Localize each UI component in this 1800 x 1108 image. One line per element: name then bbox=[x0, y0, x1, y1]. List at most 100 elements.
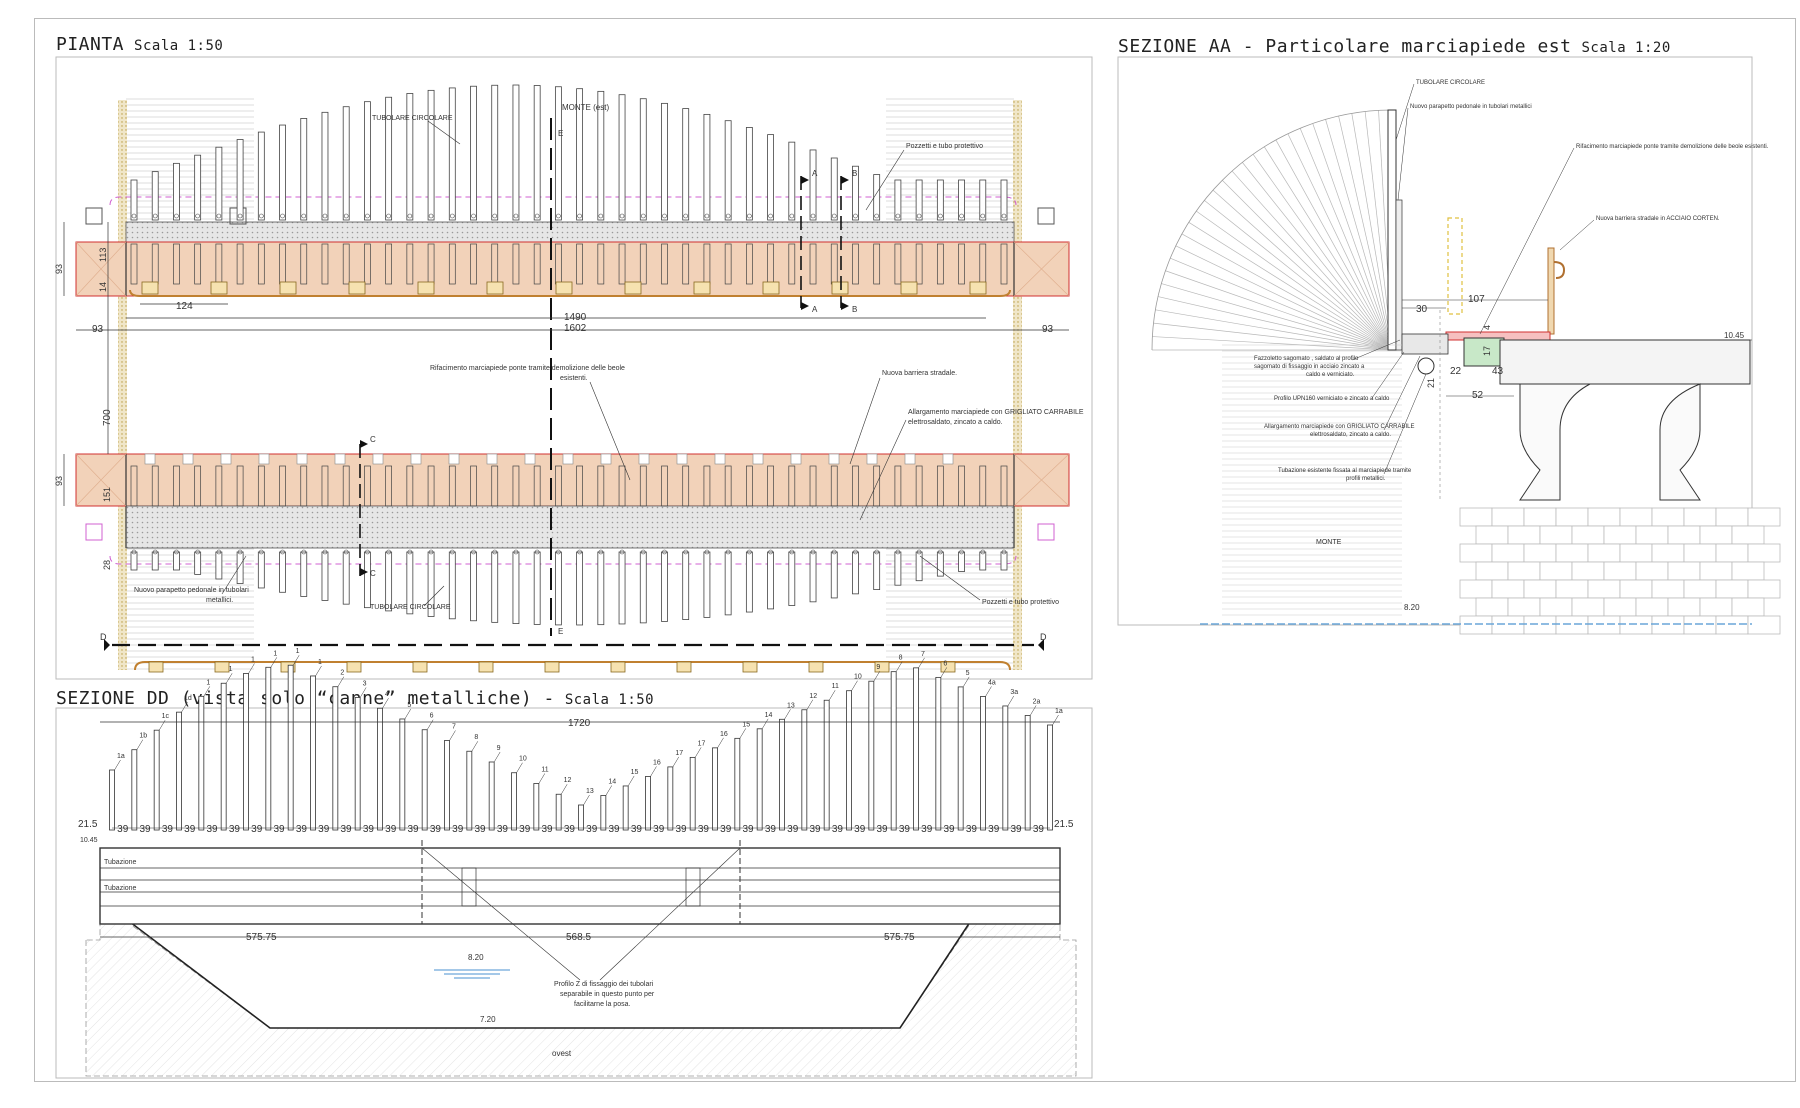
pianta-tube-base bbox=[958, 243, 965, 285]
dd-spacing-label: 39 bbox=[743, 824, 755, 835]
dim-17: 17 bbox=[1482, 346, 1492, 356]
fan-ray bbox=[1312, 123, 1393, 351]
pianta-tube bbox=[257, 551, 265, 589]
pianta-tube bbox=[151, 171, 159, 221]
pianta-tube bbox=[470, 85, 477, 221]
pianta-tube-base bbox=[491, 465, 499, 507]
dd-tube bbox=[220, 682, 227, 831]
pianta-tube-base bbox=[979, 465, 987, 507]
mark-c2: C bbox=[370, 569, 376, 578]
pianta-tube-base bbox=[661, 243, 668, 285]
masonry-pier bbox=[1459, 507, 1781, 635]
dd-spacing-label: 39 bbox=[318, 824, 330, 835]
dim-151: 151 bbox=[102, 487, 112, 502]
dd-spacing-label: 39 bbox=[966, 824, 978, 835]
dd-tube-label: 3 bbox=[363, 680, 367, 687]
dd-tube-label: 15 bbox=[742, 721, 750, 728]
pianta-tube-base bbox=[364, 465, 371, 507]
pianta-tube bbox=[1000, 551, 1008, 571]
level-820: 8.20 bbox=[1404, 603, 1420, 612]
pianta-tube bbox=[703, 551, 711, 618]
pianta-tube bbox=[745, 551, 753, 613]
bank-hatch bbox=[126, 97, 254, 239]
aa-label-tubolare: TUBOLARE CIRCOLARE bbox=[1416, 80, 1485, 86]
dim-43: 43 bbox=[1492, 366, 1504, 377]
pianta-tube bbox=[703, 113, 711, 221]
pianta-tube-base bbox=[830, 465, 838, 507]
fan-ray bbox=[1242, 162, 1393, 351]
dd-spacing-label: 39 bbox=[676, 824, 688, 835]
dim-93-br: 93 bbox=[1042, 324, 1054, 335]
pianta-tube-base bbox=[342, 465, 350, 507]
pianta-tube-base bbox=[236, 243, 244, 285]
label-tubolare-bottom: TUBOLARE CIRCOLARE bbox=[370, 604, 451, 611]
pianta-tube-base bbox=[767, 465, 774, 507]
pianta-tube bbox=[215, 146, 223, 221]
dim-575-left: 575.75 bbox=[246, 932, 277, 943]
level-1045: 10.45 bbox=[1724, 331, 1745, 340]
label-tubolare-top: TUBOLARE CIRCOLARE bbox=[372, 115, 453, 122]
fan-ray bbox=[1161, 283, 1393, 351]
label-parapetto-1: Nuovo parapetto pedonale in tubolari bbox=[134, 587, 249, 594]
notch bbox=[334, 453, 346, 465]
notch bbox=[524, 453, 536, 465]
pianta-tube bbox=[512, 84, 520, 221]
dd-spacing-label: 39 bbox=[184, 824, 196, 835]
pianta-tube-base bbox=[151, 465, 159, 507]
pianta-tube bbox=[915, 551, 923, 582]
pianta-tube bbox=[852, 551, 859, 595]
pianta-tube-base bbox=[257, 243, 265, 285]
label-pozzetti-bottom: Pozzetti e tubo protettivo bbox=[982, 599, 1059, 606]
notch bbox=[600, 453, 612, 465]
pianta-tube-base bbox=[618, 465, 626, 507]
pianta-tube-base bbox=[406, 465, 414, 507]
pianta-tube bbox=[173, 551, 180, 571]
pianta-tube bbox=[809, 149, 817, 221]
aa-label-fazzoletto-3: caldo e verniciato. bbox=[1306, 372, 1355, 378]
aa-label-tubazione-2: profili metallici. bbox=[1346, 476, 1386, 482]
label-nuova-barriera: Nuova barriera stradale. bbox=[882, 370, 957, 377]
dd-tube bbox=[846, 690, 852, 831]
fan-ray bbox=[1275, 139, 1393, 351]
pianta-tube bbox=[639, 551, 647, 624]
aa-label-fazzoletto-2: sagomato di fissaggio in acciaio zincato… bbox=[1254, 364, 1365, 370]
dim-113: 113 bbox=[98, 248, 108, 262]
dd-tube bbox=[176, 711, 182, 831]
fan-ray bbox=[1175, 245, 1393, 351]
dd-spacing-label: 39 bbox=[1011, 824, 1023, 835]
dd-tube-label: 15 bbox=[631, 769, 639, 776]
fan-ray bbox=[1181, 233, 1393, 351]
pianta-tube bbox=[427, 551, 435, 617]
dd-spacing-label: 39 bbox=[452, 824, 464, 835]
notch bbox=[828, 453, 840, 465]
dim-21-5-left: 21.5 bbox=[78, 819, 98, 830]
dd-tube bbox=[533, 783, 540, 831]
dd-label-tubazione-1: Tubazione bbox=[104, 859, 137, 866]
pianta-tube bbox=[894, 179, 902, 221]
notch bbox=[448, 453, 460, 465]
pianta-tube bbox=[236, 139, 244, 221]
dd-tube-label: 1 bbox=[296, 648, 300, 655]
dd-tube-label: 1 bbox=[273, 650, 277, 657]
manhole bbox=[742, 661, 758, 673]
pianta-tube-base bbox=[130, 465, 138, 507]
dd-tube-label: 1a bbox=[117, 753, 125, 760]
pianta-tube-base bbox=[470, 243, 477, 285]
dd-tube-label: 12 bbox=[564, 777, 572, 784]
mark-e: E bbox=[558, 129, 563, 138]
pianta-tube bbox=[448, 551, 456, 620]
pianta-tube bbox=[406, 551, 414, 615]
pianta-tube bbox=[194, 154, 202, 221]
sezione-dd-title: SEZIONE DD (vista solo “canne” metallich… bbox=[56, 688, 655, 709]
pianta-tube bbox=[321, 111, 329, 221]
pianta-tube-base bbox=[215, 465, 223, 507]
aa-label-parapetto: Nuovo parapetto pedonale in tubolari met… bbox=[1410, 104, 1532, 110]
sezione-dd-scale: Scala 1:50 bbox=[564, 692, 655, 708]
dd-level-820: 8.20 bbox=[468, 953, 484, 962]
dd-tube bbox=[913, 667, 919, 831]
pianta-tube bbox=[554, 86, 562, 221]
pianta-tube bbox=[236, 551, 244, 584]
dd-tube bbox=[779, 718, 785, 831]
fan-ray bbox=[1196, 210, 1393, 351]
pianta-tube bbox=[618, 94, 626, 221]
